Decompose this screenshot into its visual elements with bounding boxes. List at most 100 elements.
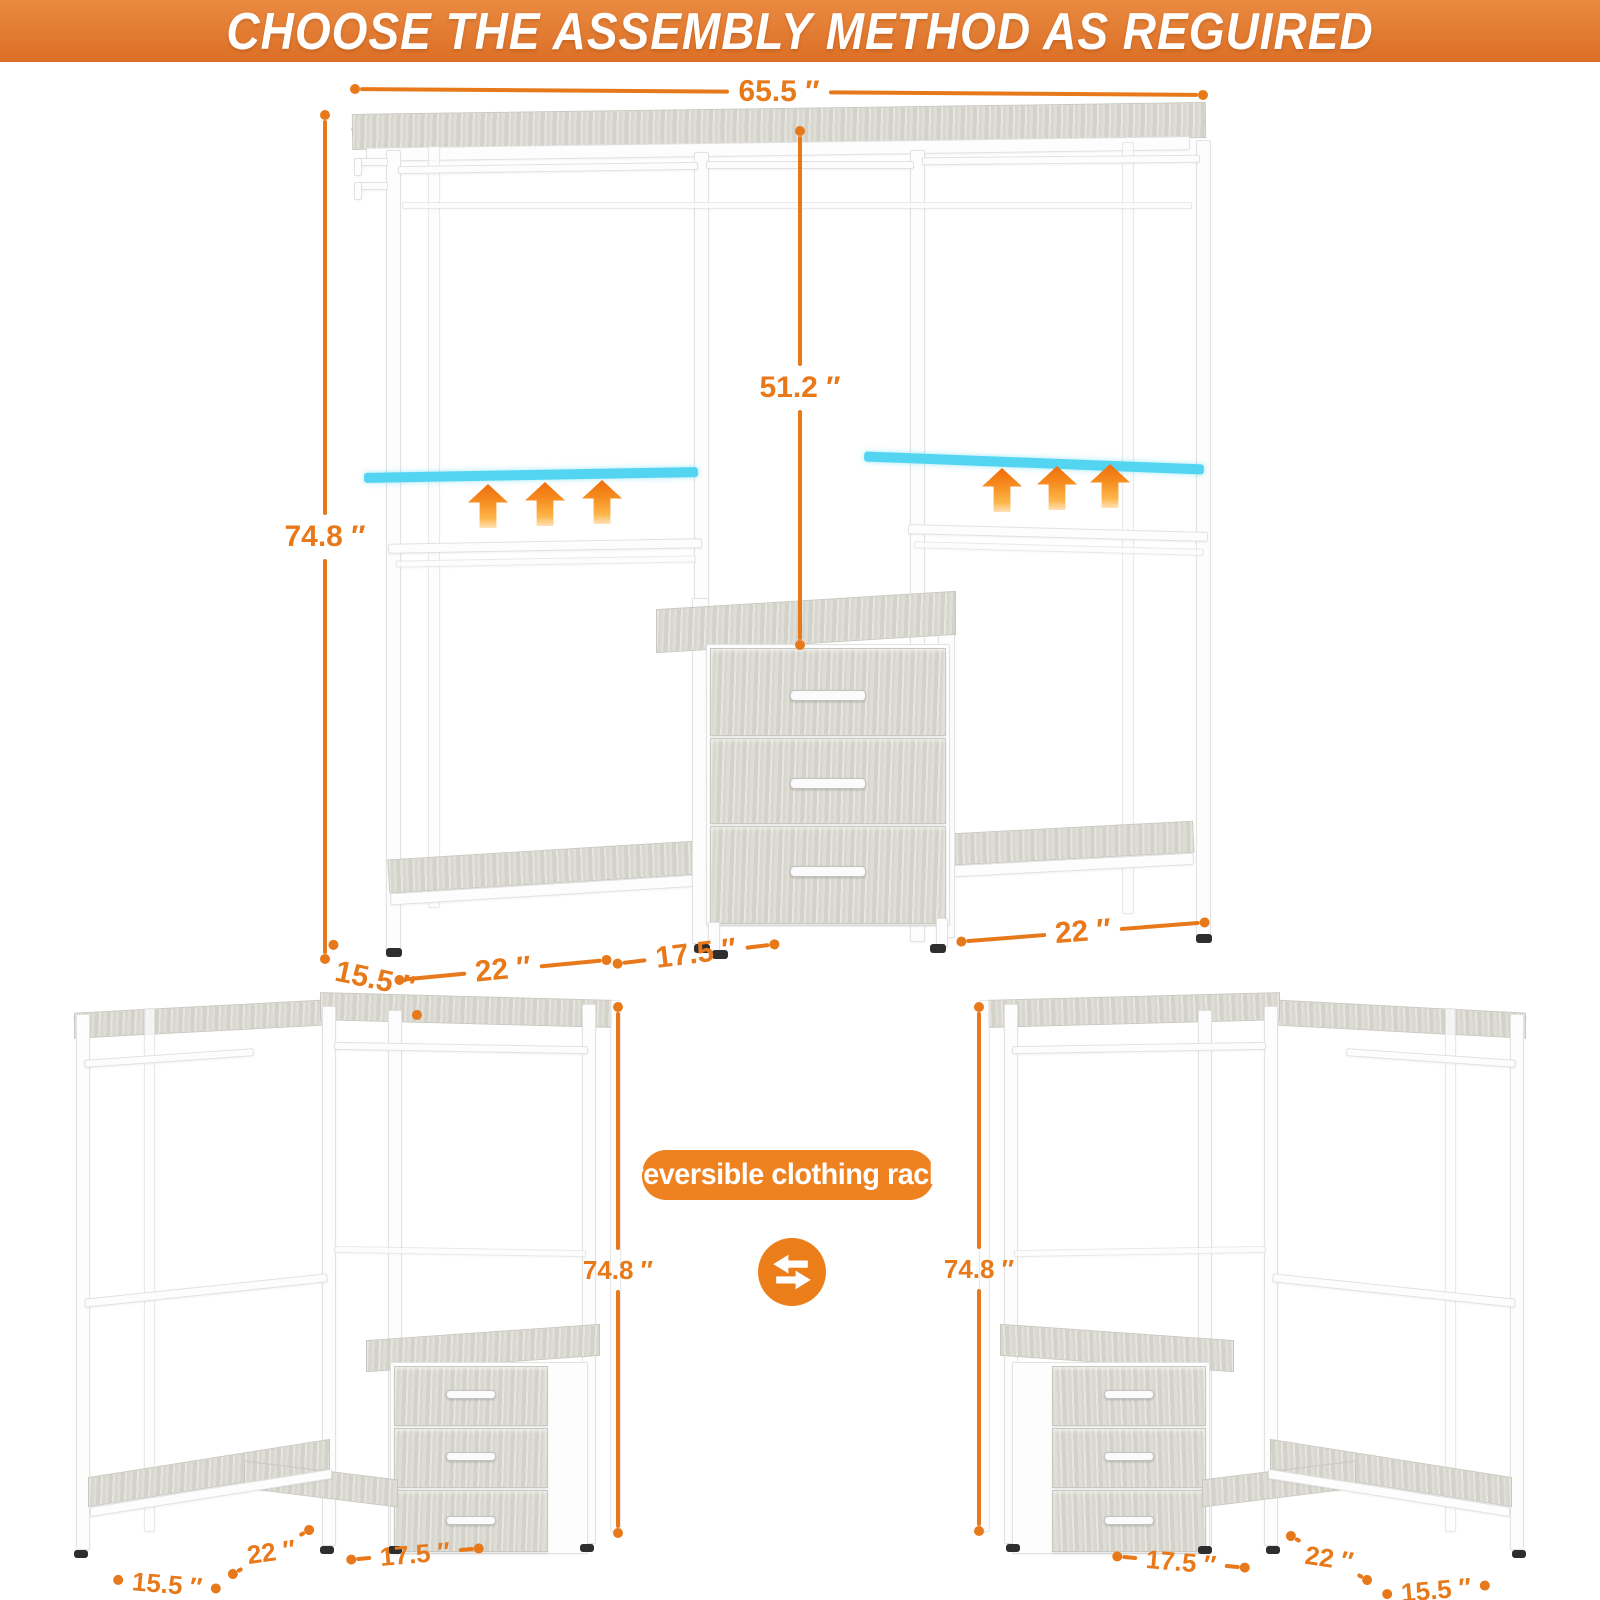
dim-line xyxy=(798,136,802,366)
drawer-handle xyxy=(446,1516,496,1525)
dim-endpoint-dot xyxy=(1239,1562,1251,1573)
side-hook xyxy=(354,182,362,200)
reversible-badge-label: reversible clothing rack xyxy=(632,1158,944,1191)
dim-label: 17.5 ″ xyxy=(1144,1543,1218,1581)
dim-label: 74.8 ″ xyxy=(582,1255,654,1285)
up-arrow-icon xyxy=(1037,466,1077,510)
dim-line xyxy=(356,1555,372,1562)
dim-label: 15.5 ″ xyxy=(1399,1571,1473,1600)
dim-line xyxy=(1119,920,1200,932)
dim-label: 74.8 ″ xyxy=(943,1254,1015,1284)
dim-endpoint-dot xyxy=(1197,89,1209,100)
foot-pad xyxy=(1196,934,1212,943)
foot-pad xyxy=(580,1544,594,1552)
dim-endpoint-dot xyxy=(955,936,967,947)
dim-endpoint-dot xyxy=(1199,917,1211,928)
hanging-rod xyxy=(397,161,699,175)
dim-endpoint-dot xyxy=(612,958,624,970)
banner: CHOOSE THE ASSEMBLY METHOD AS REGUIRED xyxy=(0,0,1600,62)
hanging-rod xyxy=(1345,1048,1517,1068)
dim-label: 65.5 ″ xyxy=(738,74,820,109)
front-top-board xyxy=(988,992,1280,1028)
dim-label: 51.2 ″ xyxy=(759,371,841,404)
swap-arrows-glyph xyxy=(773,1254,811,1290)
dim-line xyxy=(616,1012,620,1250)
rack-post-back xyxy=(1445,1008,1456,1532)
drawer-handle xyxy=(790,690,866,701)
banner-title: CHOOSE THE ASSEMBLY METHOD AS REGUIRED xyxy=(226,1,1374,61)
rack-post-back xyxy=(1122,142,1134,914)
dim-label: 15.5 ″ xyxy=(130,1566,204,1600)
up-arrow-icon xyxy=(582,480,622,524)
dim-label: 74.8 ″ xyxy=(284,520,366,553)
wing-top-board xyxy=(74,999,330,1039)
dim-endpoint-dot xyxy=(974,1526,984,1536)
drawer-handle xyxy=(1104,1452,1154,1461)
drawer-handle xyxy=(790,866,866,877)
dim-line xyxy=(1122,1554,1138,1561)
foot-pad xyxy=(386,948,402,957)
foot-pad xyxy=(1512,1550,1526,1558)
foot-pad xyxy=(1006,1544,1020,1552)
dim-line xyxy=(323,120,327,515)
dim-endpoint-dot xyxy=(210,1583,222,1594)
dim-endpoint-dot xyxy=(473,1543,485,1554)
dim-endpoint-dot xyxy=(613,1002,623,1012)
mid-rail xyxy=(1272,1273,1516,1308)
up-arrow-icon xyxy=(468,484,508,528)
reversible-badge: reversible clothing rack xyxy=(632,1150,944,1200)
mid-rail xyxy=(84,1273,328,1308)
foot-pad xyxy=(694,944,710,953)
dim-left-variant-height: 74.8 ″ xyxy=(583,1002,653,1538)
dim-label: 17.5 ″ xyxy=(378,1535,452,1573)
foot-pad xyxy=(712,950,728,959)
dim-line xyxy=(1224,1563,1240,1570)
dim-main-height: 74.8 ″ xyxy=(284,110,366,964)
drawer-handle xyxy=(446,1452,496,1461)
dim-main-right-width: 22 ″ xyxy=(955,904,1211,960)
dim-endpoint-dot xyxy=(795,126,805,136)
dim-endpoint-dot xyxy=(795,640,805,650)
dim-line xyxy=(977,1012,981,1249)
dim-line xyxy=(323,559,327,954)
dim-line xyxy=(458,1546,474,1553)
rack-post xyxy=(76,1014,90,1550)
right-variant-illustration xyxy=(958,988,1542,1582)
left-variant-illustration xyxy=(58,988,642,1582)
hanging-rod xyxy=(333,1041,589,1055)
wing-top-board xyxy=(1270,999,1526,1039)
dim-line xyxy=(798,410,802,640)
dim-endpoint-dot xyxy=(349,84,361,95)
foot-pad xyxy=(74,1550,88,1558)
dim-endpoint-dot xyxy=(320,954,330,964)
foot-pad xyxy=(388,1546,402,1554)
rack-post-back xyxy=(428,146,440,908)
dim-line xyxy=(828,90,1199,97)
rack-post-back xyxy=(144,1008,155,1532)
dim-line xyxy=(404,971,467,982)
dim-endpoint-dot xyxy=(613,1528,623,1538)
dim-endpoint-dot xyxy=(320,110,330,120)
drawer-handle xyxy=(790,778,866,789)
mid-rail xyxy=(907,524,1209,542)
dim-endpoint-dot xyxy=(768,938,780,950)
dim-label: 22 ″ xyxy=(1053,912,1113,951)
lower-rod xyxy=(1013,1245,1267,1258)
front-top-board xyxy=(320,992,612,1028)
rack-post xyxy=(1510,1014,1524,1550)
dim-endpoint-dot xyxy=(1111,1551,1123,1562)
dim-line xyxy=(977,1289,981,1526)
foot-pad xyxy=(930,944,946,953)
drawer xyxy=(710,648,946,736)
dim-endpoint-dot xyxy=(345,1554,357,1565)
dim-line xyxy=(539,958,602,969)
dim-endpoint-dot xyxy=(1479,1580,1491,1591)
lower-rod xyxy=(333,1245,587,1258)
lower-rod xyxy=(913,541,1205,556)
dim-label: 22 ″ xyxy=(473,950,533,989)
drawer-handle xyxy=(1104,1516,1154,1525)
led-strip xyxy=(363,467,699,483)
dim-label: 17.5 ″ xyxy=(653,932,739,975)
dim-line xyxy=(744,942,770,950)
